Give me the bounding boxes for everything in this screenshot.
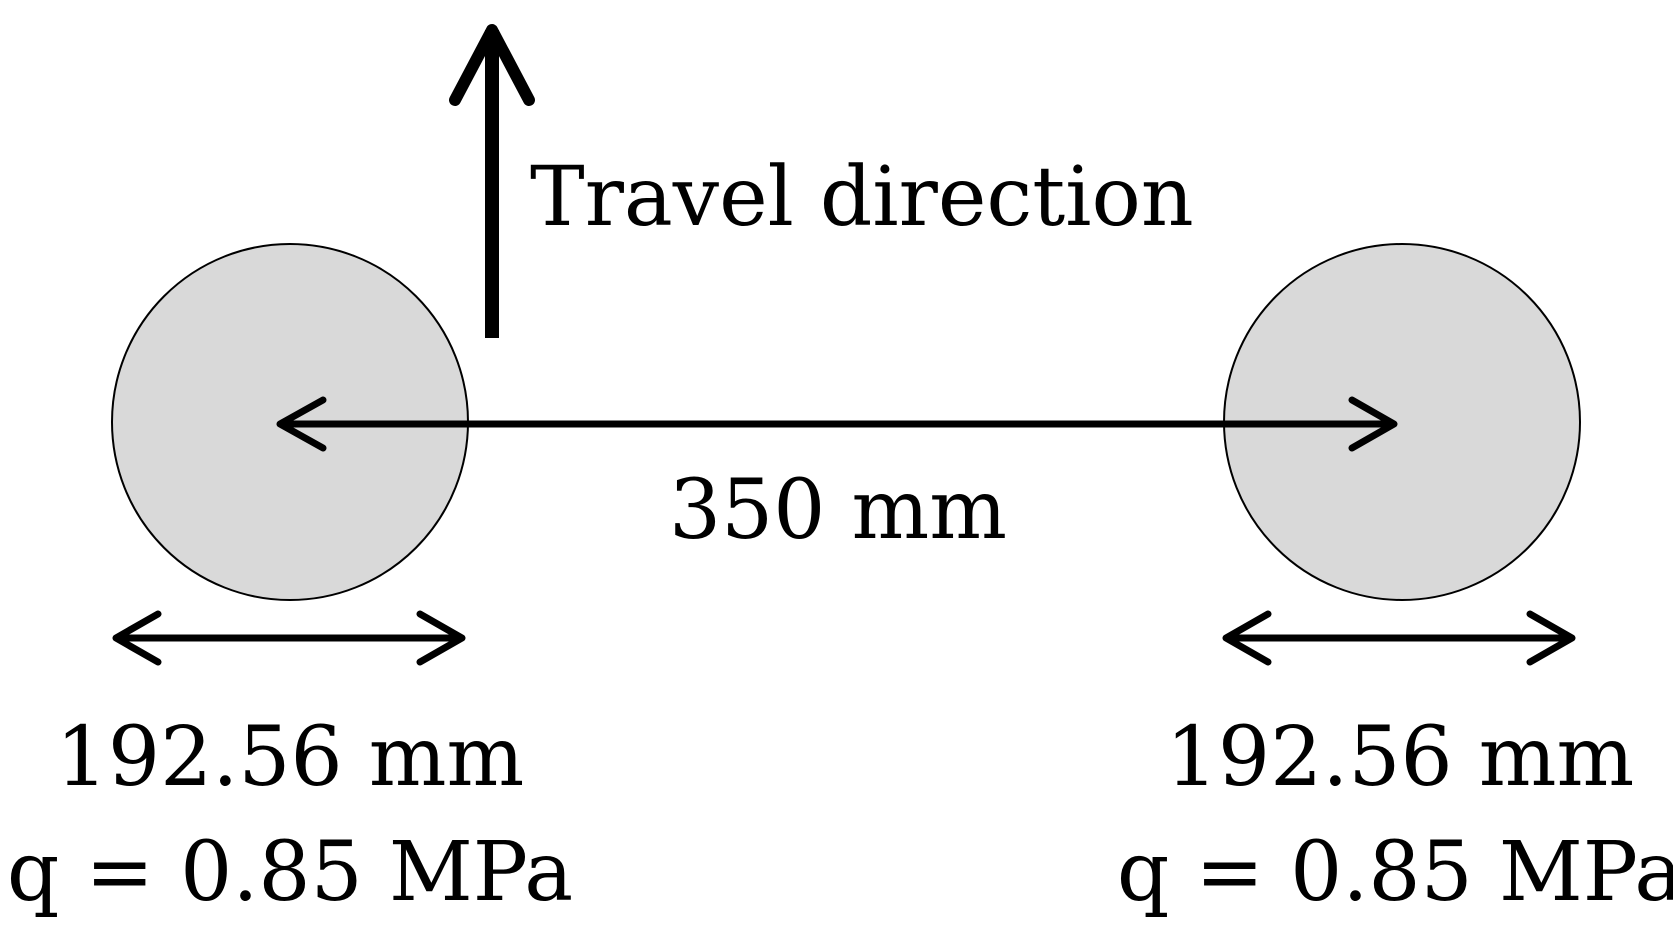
right-width-label: 192.56 mm [1166,710,1635,805]
left-width-dimension-arrow [112,610,466,666]
travel-direction-arrow [449,24,535,338]
spacing-dimension-arrow [276,396,1398,452]
travel-direction-label: Travel direction [530,150,1194,245]
right-pressure-label: q = 0.85 MPa [1117,825,1673,920]
right-width-dimension-arrow [1222,610,1576,666]
left-pressure-label: q = 0.85 MPa [7,825,573,920]
left-width-label: 192.56 mm [56,710,525,805]
spacing-label: 350 mm [669,463,1007,558]
